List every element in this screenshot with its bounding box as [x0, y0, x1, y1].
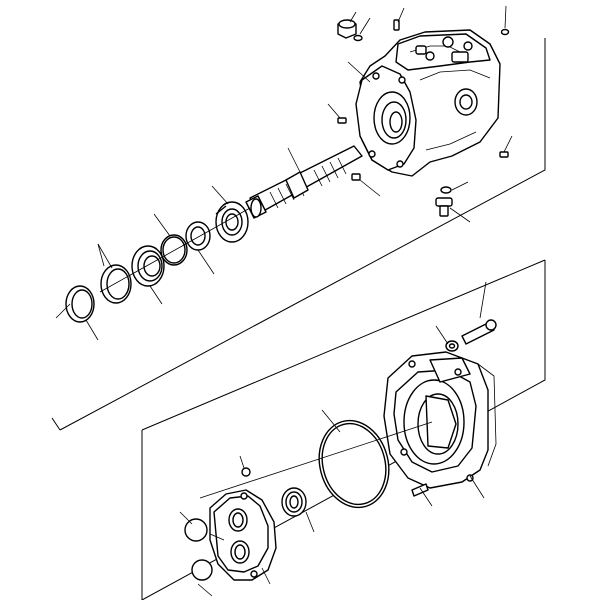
- upper-screw-left: [337, 117, 347, 124]
- shaft-oring: [160, 234, 188, 266]
- lower-oring-bottom: [191, 559, 213, 581]
- lower-bearing: [281, 487, 307, 517]
- snap-ring: [65, 285, 95, 323]
- seal-retainer: [100, 264, 132, 304]
- upper-plug-top: [337, 19, 357, 39]
- upper-plug-bottom: [435, 197, 453, 217]
- upper-screw-bottom: [351, 173, 361, 181]
- valve-plate: [209, 489, 277, 581]
- lower-small-ring-top: [241, 467, 251, 477]
- upper-oring-top: [353, 34, 363, 42]
- shaft-bearing: [215, 201, 249, 243]
- upper-screw-right: [499, 151, 509, 158]
- lower-leader-lines: [179, 281, 487, 597]
- large-oring: [318, 419, 390, 509]
- end-cover: [383, 351, 497, 489]
- upper-assembly-frame: [51, 38, 546, 431]
- shaft-spacer-ring: [185, 221, 211, 251]
- lower-assembly-frame: [141, 259, 546, 600]
- lower-washer: [445, 340, 459, 352]
- axis-guide-lines: [99, 207, 433, 499]
- pump-housing: [355, 29, 501, 177]
- dowel-pin: [411, 483, 429, 497]
- upper-screw-top: [393, 19, 400, 31]
- drive-shaft: [245, 145, 363, 219]
- upper-oring-right: [500, 28, 510, 36]
- upper-oring-bottom: [440, 186, 452, 194]
- upper-leader-lines: [55, 5, 513, 341]
- oil-seal: [131, 245, 165, 287]
- lower-oring-left: [184, 518, 208, 542]
- lower-bolt: [461, 319, 497, 345]
